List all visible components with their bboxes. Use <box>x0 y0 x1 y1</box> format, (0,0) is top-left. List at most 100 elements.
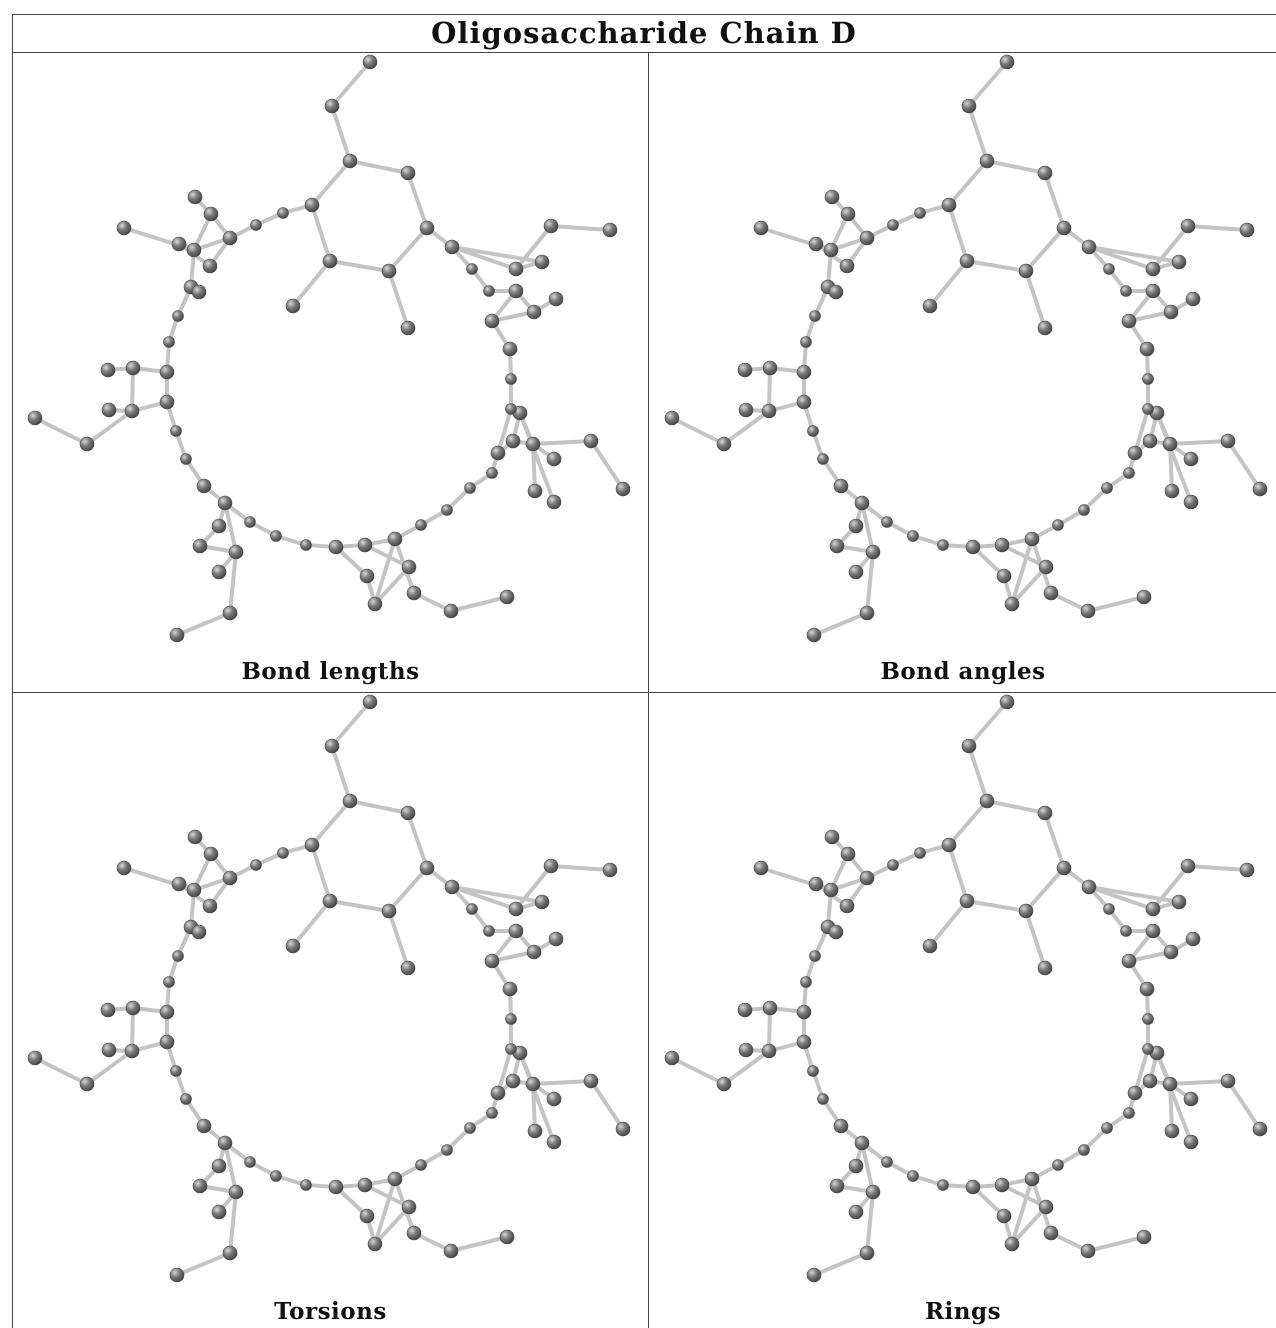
atom <box>159 1004 175 1020</box>
bond <box>449 595 509 613</box>
atom <box>508 923 524 939</box>
atom <box>466 263 478 275</box>
atom <box>1120 925 1132 937</box>
atom <box>1038 559 1054 575</box>
atom <box>1142 1013 1154 1025</box>
atom <box>250 219 262 231</box>
bond <box>387 909 410 970</box>
atom <box>211 518 227 534</box>
bond <box>330 700 372 748</box>
atom <box>762 360 778 376</box>
atom <box>887 219 899 231</box>
bond <box>330 104 352 163</box>
atom <box>1004 596 1020 612</box>
atom <box>865 1184 881 1200</box>
bond <box>496 407 513 455</box>
bond <box>549 864 612 872</box>
atom <box>1081 879 1097 895</box>
atom <box>228 544 244 560</box>
bond <box>310 203 332 263</box>
atom <box>322 253 338 269</box>
atom <box>1183 451 1199 467</box>
bond <box>406 171 429 230</box>
atom <box>277 207 289 219</box>
atom <box>415 519 427 531</box>
atom <box>196 478 212 494</box>
bond <box>387 269 410 330</box>
panel-bond-lengths: Bond lengths <box>13 54 648 692</box>
molecule-diagram <box>27 694 631 1283</box>
atom <box>359 568 375 584</box>
atom <box>526 944 542 960</box>
atom <box>304 837 320 853</box>
atom <box>999 694 1015 710</box>
atom <box>362 694 378 710</box>
atom <box>534 254 550 270</box>
atom <box>887 859 899 871</box>
atom <box>1145 923 1161 939</box>
atom <box>324 738 340 754</box>
bond <box>1133 407 1150 455</box>
atom <box>1037 960 1053 976</box>
atom <box>203 206 219 222</box>
atom <box>762 1000 778 1016</box>
bond <box>373 1177 397 1246</box>
atom <box>270 530 282 542</box>
atom <box>401 559 417 575</box>
atom <box>602 862 618 878</box>
atom <box>1171 254 1187 270</box>
atom <box>808 236 824 252</box>
atom <box>1239 862 1255 878</box>
atom <box>1162 436 1178 452</box>
atom <box>1145 261 1161 277</box>
bond <box>1024 909 1047 970</box>
atom <box>809 950 821 962</box>
atom <box>808 876 824 892</box>
bond <box>865 1190 875 1255</box>
bond <box>175 611 232 637</box>
atom <box>1142 1073 1158 1089</box>
atom <box>1123 467 1135 479</box>
atom <box>222 870 238 886</box>
atom <box>444 239 460 255</box>
bond <box>450 245 544 264</box>
atom <box>800 976 812 988</box>
atom <box>833 1118 849 1134</box>
atom <box>525 1076 541 1092</box>
atom <box>922 938 938 954</box>
bond <box>1151 864 1190 911</box>
bond <box>514 864 553 911</box>
bond <box>518 1051 556 1144</box>
atom <box>548 291 564 307</box>
atom <box>1056 220 1072 236</box>
atom <box>228 1184 244 1200</box>
panel-bond-angles: Bond angles <box>650 54 1276 692</box>
atom <box>285 298 301 314</box>
atom <box>796 1004 812 1020</box>
atom <box>994 537 1010 553</box>
atom <box>180 1093 192 1105</box>
atom <box>796 394 812 410</box>
bond <box>348 799 410 815</box>
bond <box>1086 1235 1146 1253</box>
atom <box>828 924 844 940</box>
molecule-diagram <box>27 54 631 643</box>
atom <box>441 1144 453 1156</box>
atom <box>202 258 218 274</box>
atom <box>534 894 550 910</box>
atom <box>761 403 777 419</box>
atom <box>324 98 340 114</box>
atom <box>192 1178 208 1194</box>
atom <box>806 1267 822 1283</box>
atom <box>1120 285 1132 297</box>
atom <box>387 1171 403 1187</box>
atom <box>583 1073 599 1089</box>
atom <box>1139 981 1155 997</box>
atom <box>277 847 289 859</box>
bond <box>1010 1205 1048 1246</box>
bond <box>1043 171 1066 230</box>
bond <box>947 799 989 847</box>
bond <box>531 1079 593 1086</box>
bond <box>947 843 969 903</box>
panel-caption: Bond angles <box>880 658 1046 685</box>
